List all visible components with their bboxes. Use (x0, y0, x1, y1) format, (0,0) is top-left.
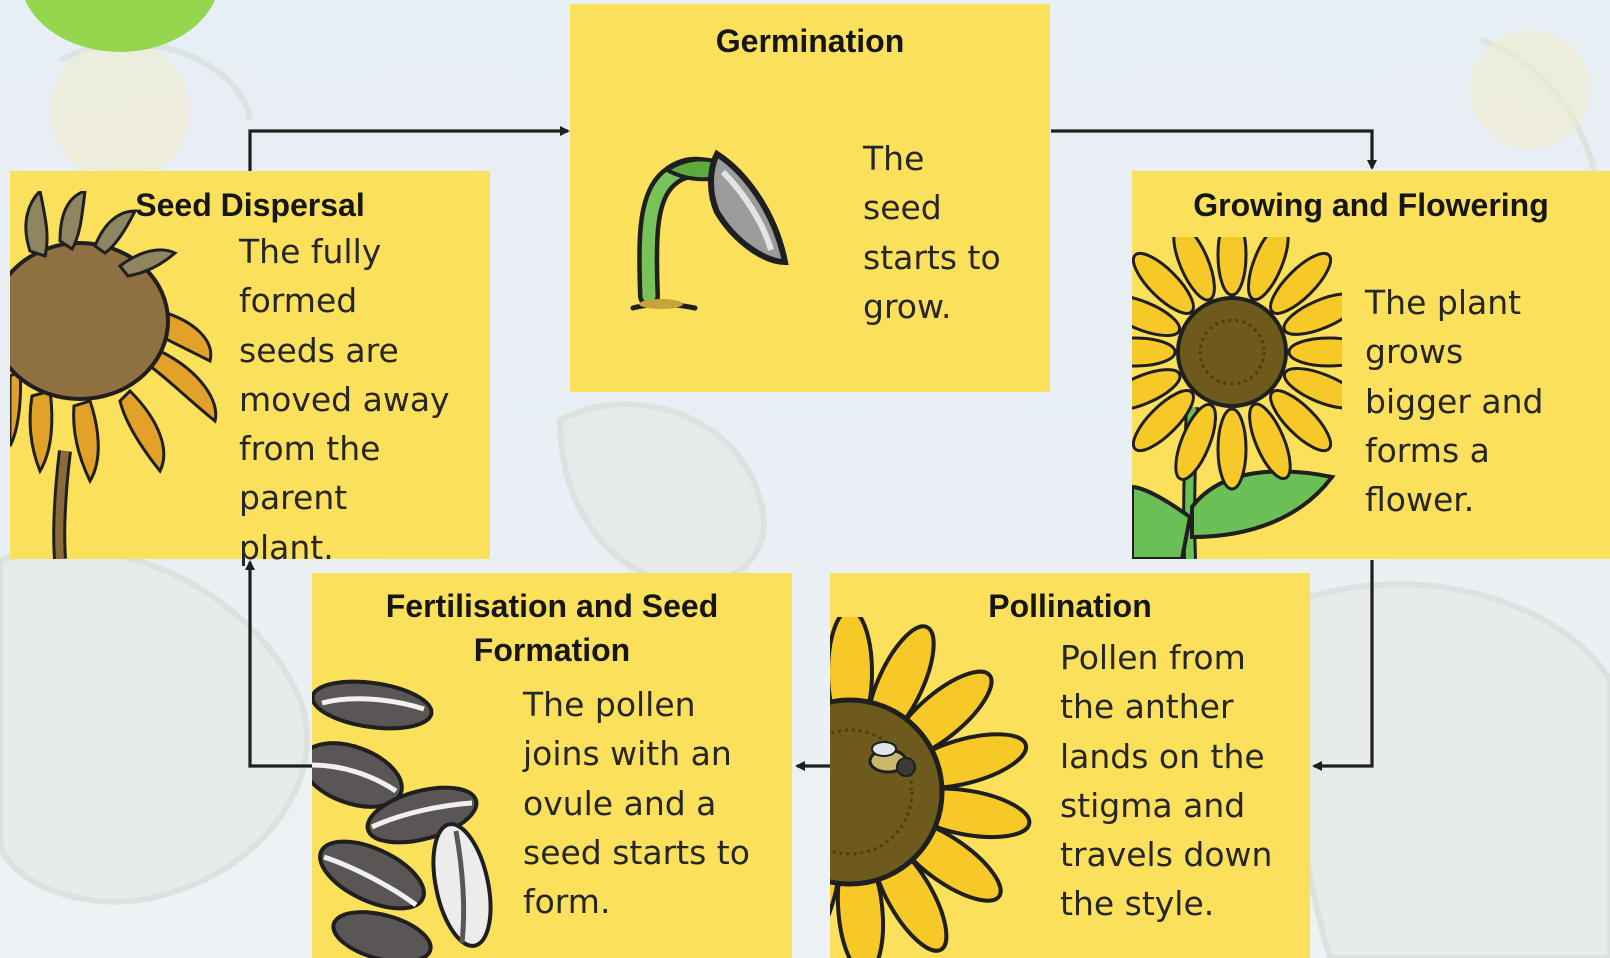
sprout-icon (625, 142, 800, 322)
card-germination: Germination The seed starts to grow. (570, 4, 1050, 392)
card-pollination: Pollination Pollen from the anther lands… (830, 573, 1310, 958)
wilted-sunflower-icon (10, 191, 225, 559)
sunflower-icon (1132, 237, 1342, 559)
fertilisation-title: Fertilisation and Seed Formation (312, 584, 792, 672)
growing-description: The plant grows bigger and forms a flowe… (1365, 278, 1543, 524)
pollination-description: Pollen from the anther lands on the stig… (1060, 633, 1272, 929)
sunflower-seeds-icon (312, 665, 502, 958)
dispersal-description: The fully formed seeds are moved away fr… (239, 227, 450, 572)
fertilisation-description: The pollen joins with an ovule and a see… (523, 680, 750, 926)
card-dispersal: Seed Dispersal The fully formed seeds ar… (10, 171, 490, 559)
card-growing: Growing and Flowering The plant (1132, 171, 1610, 559)
sunflower-bee-icon (830, 617, 1050, 958)
growing-title: Growing and Flowering (1132, 183, 1610, 227)
germination-title: Germination (570, 19, 1050, 63)
dispersal-title: Seed Dispersal (10, 183, 490, 227)
card-fertilisation: Fertilisation and Seed Formation The pol… (312, 573, 792, 958)
germination-description: The seed starts to grow. (863, 134, 1001, 331)
